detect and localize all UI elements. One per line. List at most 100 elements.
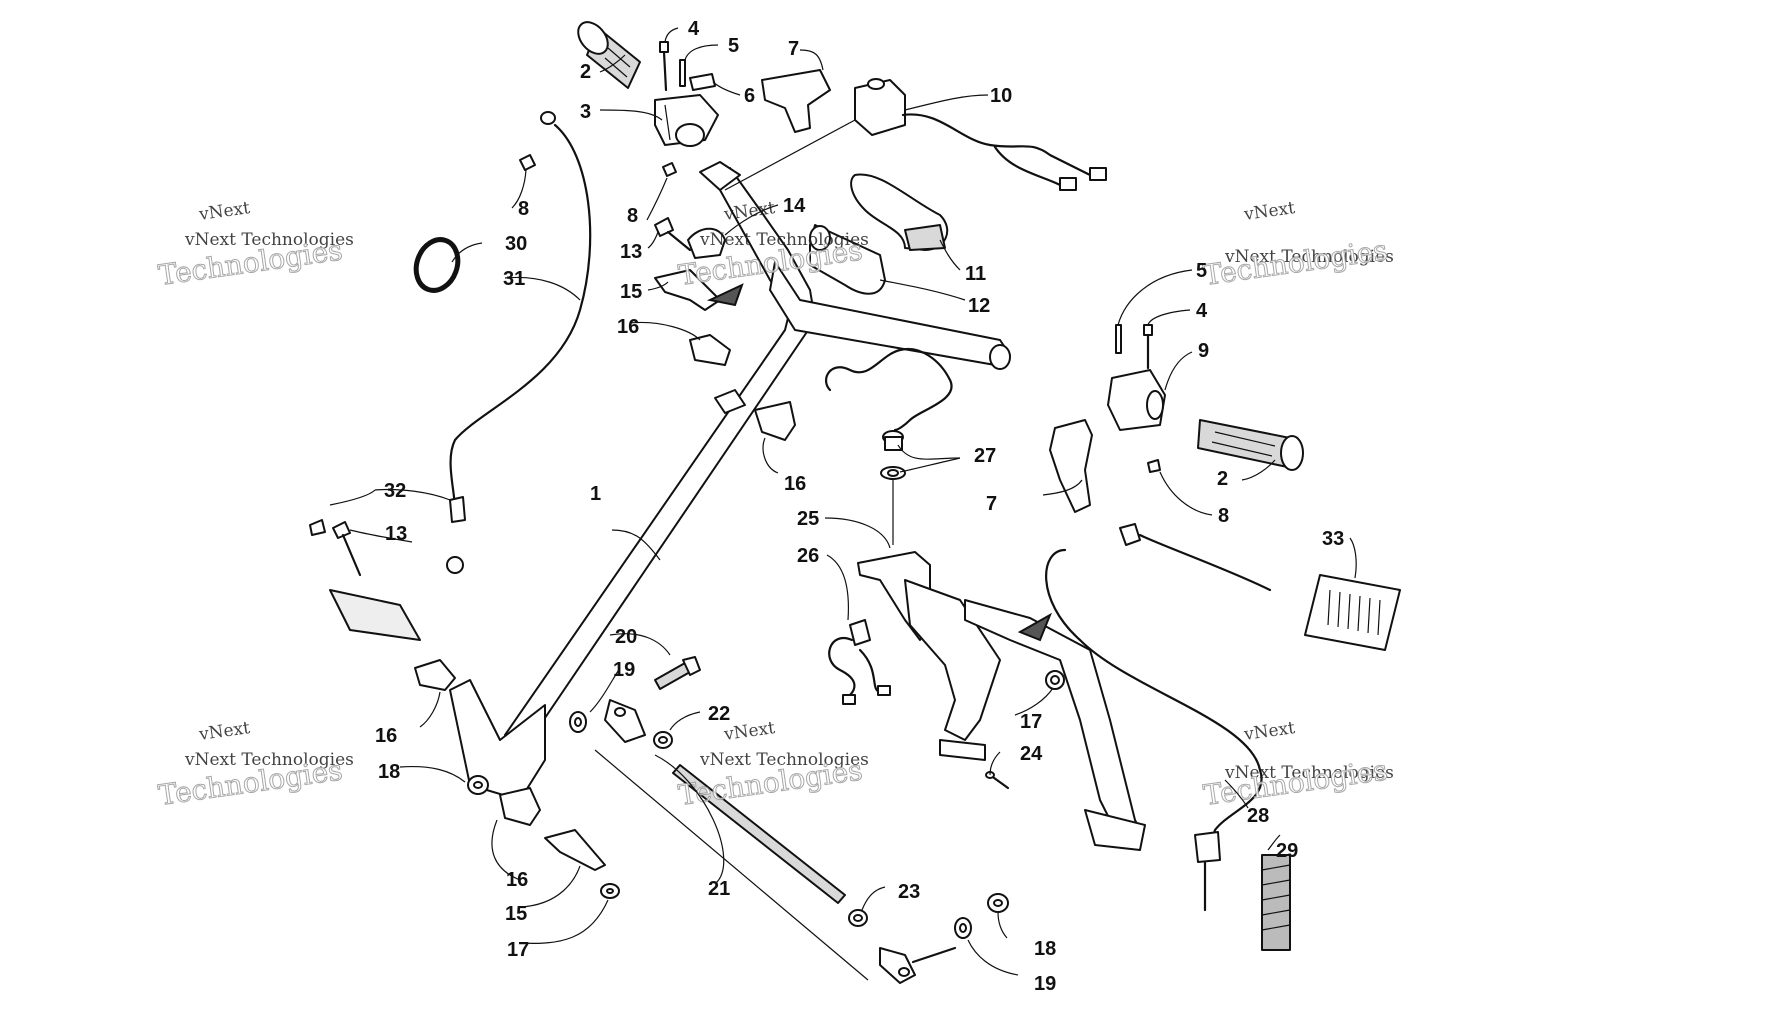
callout-26: 26 [797,545,819,567]
strap [544,829,606,871]
callout-9: 9 [1198,340,1209,362]
washer [1045,670,1065,690]
callout-14: 14 [783,195,806,217]
tie-rod [594,699,957,984]
watermark: vNext vNext Technologies Technologies [156,718,354,812]
pin [1115,324,1122,354]
svg-text:Technologies: Technologies [1201,233,1389,291]
callout-13: 13 [620,241,642,263]
callout-25: 25 [797,508,819,530]
svg-text:vNext Technologies: vNext Technologies [699,750,869,770]
spring [1261,854,1291,951]
callout-21: 21 [708,878,730,900]
screw [985,771,1010,790]
pin [679,59,686,87]
callout-18: 18 [1034,938,1056,960]
callout-16: 16 [375,725,397,747]
cable-end [309,496,466,641]
heater-pad [1304,574,1401,651]
switch-housing [1107,369,1166,431]
grip-heater [809,224,886,295]
callout-32: 32 [384,480,406,502]
plate [689,73,716,91]
callout-19: 19 [1034,973,1056,995]
callout-22: 22 [708,703,730,725]
callout-4: 4 [688,18,700,40]
throttle-cable [1045,523,1272,912]
leader-lines [329,27,1357,976]
throttle-lever [761,69,831,133]
callout-3: 3 [580,101,591,123]
watermark: vNext vNext Technologies Technologies [1201,198,1394,292]
svg-text:vNext: vNext [1242,198,1296,225]
sensor-harness [828,619,891,705]
callout-7: 7 [986,493,997,515]
callout-5: 5 [1196,260,1207,282]
callout-29: 29 [1276,840,1298,862]
callouts: 1 2 2 3 4 4 5 5 6 7 7 8 8 8 9 10 11 12 1… [375,18,1344,995]
callout-1: 1 [590,483,601,505]
callout-6: 6 [744,85,755,107]
jam-nut [653,731,673,749]
tether-switch [825,347,953,545]
callout-16: 16 [506,869,528,891]
clamp-bracket [499,787,541,826]
clamp-bracket [689,334,731,366]
callout-15: 15 [505,903,527,925]
bolt [654,656,701,690]
washer [569,711,587,733]
svg-text:vNext: vNext [197,198,251,225]
svg-text:vNext Technologies: vNext Technologies [699,230,869,250]
clip [519,154,536,171]
callout-12: 12 [968,295,990,317]
jam-nut [848,909,868,927]
brake-lever [1049,419,1093,513]
callout-15: 15 [620,281,642,303]
callout-5: 5 [728,35,739,57]
callout-19: 19 [613,659,635,681]
retaining-ring [413,237,461,293]
clip [1147,459,1161,473]
callout-28: 28 [1247,805,1269,827]
grip-left [577,21,641,89]
callout-30: 30 [505,233,527,255]
callout-17: 17 [507,939,529,961]
callout-17: 17 [1020,711,1042,733]
steering-post [449,161,1011,801]
clamp-bracket [414,659,456,691]
callout-31: 31 [503,268,525,290]
watermark: vNext vNext Technologies Technologies [1201,718,1394,812]
callout-20: 20 [615,626,637,648]
switch-harness [724,78,1107,191]
svg-text:vNext: vNext [1242,718,1296,745]
support-bracket [857,551,1146,851]
callout-2: 2 [580,61,591,83]
throttle-block [654,94,719,147]
clamp-bracket [754,401,796,441]
svg-text:vNext Technologies: vNext Technologies [1224,247,1394,267]
callout-8: 8 [627,205,638,227]
svg-text:vNext: vNext [197,718,251,745]
grip-cover [850,173,949,251]
strap [654,269,744,311]
callout-23: 23 [898,881,920,903]
nut [987,893,1009,913]
callout-24: 24 [1020,743,1043,765]
callout-7: 7 [788,38,799,60]
bolt [332,521,362,577]
callout-11: 11 [965,263,986,285]
cable-clamp [687,227,726,259]
svg-text:vNext Technologies: vNext Technologies [1224,763,1394,783]
bolt [654,217,692,252]
callout-27: 27 [974,445,996,467]
callout-33: 33 [1322,528,1344,550]
bolt [659,41,669,92]
brake-cable [449,111,592,512]
svg-text:vNext Technologies: vNext Technologies [184,230,354,250]
watermark: vNext vNext Technologies Technologies [676,718,869,812]
bolt [1143,324,1153,370]
callout-18: 18 [378,761,400,783]
callout-10: 10 [990,85,1012,107]
callout-13: 13 [385,523,407,545]
callout-2: 2 [1217,468,1228,490]
